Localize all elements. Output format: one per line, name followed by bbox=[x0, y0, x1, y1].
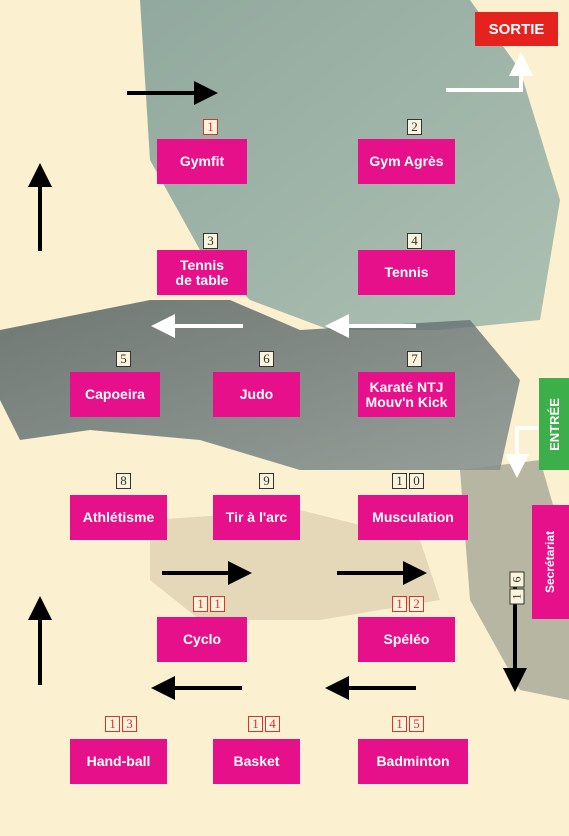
number-digit: 8 bbox=[116, 473, 131, 489]
number-digit: 1 bbox=[193, 596, 208, 612]
station-box-15: Badminton bbox=[358, 739, 468, 784]
station-box-10: Musculation bbox=[358, 495, 468, 540]
number-digit: 1 bbox=[509, 588, 525, 605]
station-box-1: Gymfit bbox=[157, 139, 247, 184]
number-digit: 1 bbox=[392, 473, 407, 489]
number-digit: 1 bbox=[392, 716, 407, 732]
number-digit: 1 bbox=[210, 596, 225, 612]
station-label: Gymfit bbox=[179, 153, 225, 169]
station-box-8: Athlétisme bbox=[70, 495, 167, 540]
station-label: Tennis bbox=[384, 264, 429, 280]
number-digit: 4 bbox=[407, 233, 422, 249]
secretariat-label: Secrétariat bbox=[532, 505, 569, 619]
station-label: Badminton bbox=[376, 753, 450, 769]
station-box-13: Hand-ball bbox=[70, 739, 167, 784]
station-box-7: Karaté NTJ Mouv'n Kick bbox=[358, 372, 455, 417]
number-digit: 1 bbox=[203, 119, 218, 135]
station-box-11: Cyclo bbox=[157, 617, 247, 662]
number-digit: 1 bbox=[392, 596, 407, 612]
exit-label: SORTIE bbox=[475, 12, 558, 46]
station-label: Spéléo bbox=[383, 631, 430, 647]
station-box-9: Tir à l'arc bbox=[213, 495, 300, 540]
station-box-5: Capoeira bbox=[70, 372, 160, 417]
station-box-12: Spéléo bbox=[358, 617, 455, 662]
station-label: Gym Agrès bbox=[369, 153, 444, 169]
station-label: Tennis de table bbox=[175, 256, 229, 288]
station-label: Capoeira bbox=[85, 386, 145, 402]
arrow-to-exit bbox=[446, 52, 533, 92]
number-digit: 3 bbox=[122, 716, 137, 732]
arrow-from-entrance bbox=[505, 426, 538, 478]
number-digit: 9 bbox=[259, 473, 274, 489]
entrance-label: ENTRÉE bbox=[539, 378, 569, 470]
number-digit: 0 bbox=[409, 473, 424, 489]
number-digit: 4 bbox=[265, 716, 280, 732]
number-digit: 2 bbox=[409, 596, 424, 612]
station-label: Judo bbox=[239, 386, 274, 402]
station-box-3: Tennis de table bbox=[157, 250, 247, 295]
station-number-badge-7: 7 bbox=[407, 351, 424, 369]
station-box-14: Basket bbox=[213, 739, 300, 784]
number-digit: 5 bbox=[409, 716, 424, 732]
number-digit: 6 bbox=[509, 571, 525, 588]
number-digit: 1 bbox=[248, 716, 263, 732]
number-digit: 3 bbox=[203, 233, 218, 249]
station-label: Cyclo bbox=[182, 631, 222, 647]
number-digit: 6 bbox=[259, 351, 274, 367]
station-number-badge-3: 3 bbox=[203, 233, 220, 251]
station-label: Athlétisme bbox=[82, 509, 155, 525]
station-box-4: Tennis bbox=[358, 250, 455, 295]
number-digit: 5 bbox=[116, 351, 131, 367]
station-number-badge-8: 8 bbox=[116, 473, 133, 491]
station-number-badge-9: 9 bbox=[259, 473, 276, 491]
station-label: Basket bbox=[233, 753, 280, 769]
number-digit: 1 bbox=[105, 716, 120, 732]
station-label: Tir à l'arc bbox=[225, 509, 288, 525]
station-label: Karaté NTJ Mouv'n Kick bbox=[365, 378, 448, 410]
station-number-badge-6: 6 bbox=[259, 351, 276, 369]
station-box-6: Judo bbox=[213, 372, 300, 417]
station-label: Hand-ball bbox=[86, 753, 151, 769]
station-number-badge-2: 2 bbox=[407, 119, 424, 137]
number-digit: 7 bbox=[407, 351, 422, 367]
number-digit: 2 bbox=[407, 119, 422, 135]
station-number-badge-5: 5 bbox=[116, 351, 133, 369]
station-number-badge-1: 1 bbox=[203, 119, 220, 137]
station-number-badge-4: 4 bbox=[407, 233, 424, 251]
station-label: Musculation bbox=[372, 509, 454, 525]
station-box-2: Gym Agrès bbox=[358, 139, 455, 184]
